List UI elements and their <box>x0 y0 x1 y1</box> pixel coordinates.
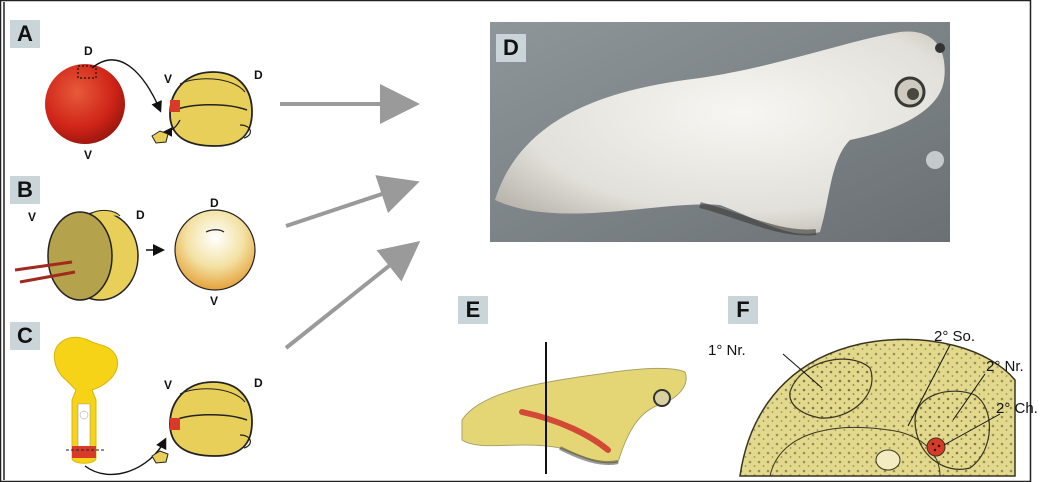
axis-ventral-c: V <box>164 378 172 392</box>
axis-ventral-a2: V <box>164 72 172 86</box>
panel-label-d: D <box>496 34 526 62</box>
axis-dorsal-a2: D <box>254 68 263 82</box>
axis-dorsal-c: D <box>254 376 263 390</box>
panel-label-e: E <box>458 296 488 324</box>
panel-f-section <box>740 339 1015 476</box>
panel-d-photo <box>490 22 950 242</box>
annotation-2-ch: 2° Ch. <box>996 400 1038 417</box>
egg-red <box>45 64 125 144</box>
axis-dorsal-b2: D <box>210 196 219 210</box>
annotation-2-nr: 2° Nr. <box>986 358 1024 375</box>
panel-label-f: F <box>728 296 758 324</box>
axis-dorsal-b1: D <box>136 208 145 222</box>
axis-ventral-b2: V <box>210 294 218 308</box>
panel-label-a: A <box>10 20 40 48</box>
panel-label-b: B <box>10 176 40 204</box>
panel-e-drawing <box>462 342 686 474</box>
axis-ventral-b1: V <box>28 210 36 224</box>
panel-b-drawing <box>15 210 255 300</box>
panel-a-drawing <box>45 60 252 146</box>
panel-label-c: C <box>10 322 40 350</box>
axis-dorsal-a1: D <box>84 44 93 58</box>
arrow-c-to-d <box>286 246 414 348</box>
panel-c-drawing <box>54 337 252 474</box>
arrow-b-to-d <box>286 184 412 226</box>
annotation-1-nr: 1° Nr. <box>708 342 746 359</box>
axis-ventral-a1: V <box>84 148 92 162</box>
annotation-2-so: 2° So. <box>934 328 975 345</box>
